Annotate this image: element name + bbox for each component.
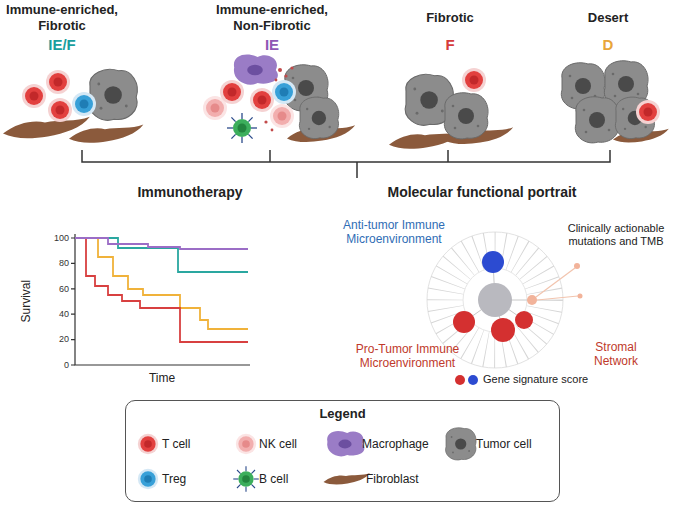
network-label: Pro-Tumor Immune Microenvironment <box>345 342 470 371</box>
panel-title: Fibrotic <box>400 10 500 26</box>
network-label: Gene signature score <box>483 373 623 386</box>
subtype-code: F <box>420 36 480 54</box>
legend-text: Fibroblast <box>366 472 419 486</box>
axis-tick: 80 <box>40 258 69 269</box>
axis-title: Time <box>132 371 192 385</box>
axis-title: Survival <box>19 266 33 336</box>
subtype-code: IE <box>242 36 302 54</box>
panel-title: Immune-enriched, Fibrotic <box>0 2 126 33</box>
axis-tick: 100 <box>40 233 69 244</box>
panel-title: Desert <box>558 10 658 26</box>
legend-text: T cell <box>162 437 190 451</box>
network-label: Stromal Network <box>578 340 654 369</box>
section-title: Immunotherapy <box>110 184 270 201</box>
legend-text: Macrophage <box>362 437 429 451</box>
legend-text: Treg <box>162 472 186 486</box>
network-label: Anti-tumor Immune Microenvironment <box>328 218 460 247</box>
panel-title: Immune-enriched, Non-Fibrotic <box>203 2 341 33</box>
axis-tick: 60 <box>40 284 69 295</box>
legend-heading: Legend <box>126 401 559 421</box>
axis-tick: 20 <box>40 334 69 345</box>
subtype-code: IE/F <box>32 36 92 54</box>
axis-tick: 40 <box>40 309 69 320</box>
legend-text: NK cell <box>259 437 297 451</box>
legend-text: Tumor cell <box>476 437 532 451</box>
legend-text: B cell <box>259 472 288 486</box>
network-label: Clinically actionable mutations and TMB <box>555 222 677 248</box>
section-title: Molecular functional portrait <box>362 184 602 201</box>
subtype-code: D <box>578 36 638 54</box>
axis-tick: 0 <box>40 360 69 371</box>
